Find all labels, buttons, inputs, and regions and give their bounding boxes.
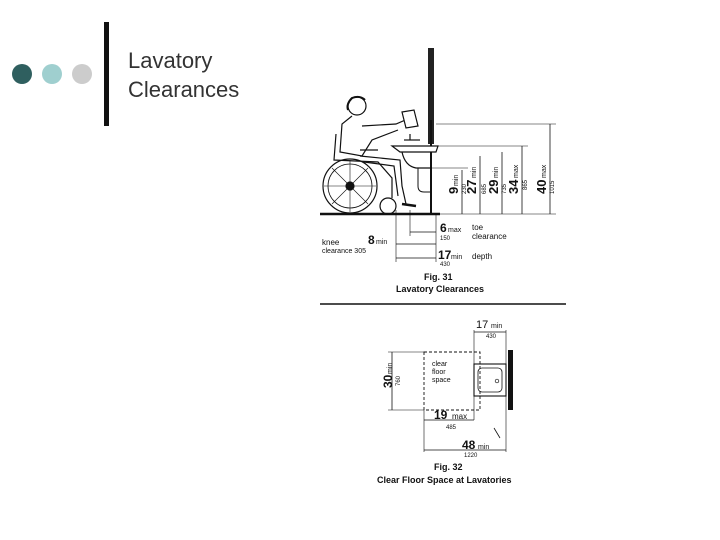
dim-40-note: max bbox=[541, 164, 548, 178]
toe-clearance-label: clearance bbox=[472, 232, 507, 241]
torso bbox=[339, 115, 399, 157]
knee-label: knee bbox=[322, 238, 340, 247]
fig32-title: Clear Floor Space at Lavatories bbox=[377, 475, 512, 485]
title-line-1: Lavatory bbox=[128, 48, 213, 73]
dim-6-note: max bbox=[448, 227, 462, 234]
drain-pipe bbox=[417, 168, 432, 193]
caster-wheel bbox=[379, 197, 397, 215]
plan-dim-30-mm: 760 bbox=[396, 375, 402, 386]
basin-underside bbox=[401, 151, 432, 169]
cfs-line-2: floor bbox=[432, 369, 446, 376]
plan-dim-30-note: min bbox=[387, 363, 394, 374]
towel bbox=[401, 109, 419, 129]
dim-40: 40 bbox=[534, 180, 549, 194]
drain bbox=[494, 378, 500, 384]
wall bbox=[428, 48, 434, 144]
dim-6-mm: 150 bbox=[440, 236, 451, 242]
toe-label: toe bbox=[472, 223, 484, 232]
dim-9-mm: 230 bbox=[462, 183, 468, 194]
plan-dim-19-mm: 485 bbox=[446, 425, 457, 431]
plan-dim-17-note: min bbox=[491, 323, 502, 330]
plan-dim-48-mm: 1220 bbox=[464, 453, 478, 459]
lavatory-basin bbox=[390, 145, 439, 153]
dot-gray bbox=[72, 64, 92, 84]
dim-9-note: min bbox=[453, 175, 460, 186]
dim-17: 17 bbox=[438, 248, 452, 262]
slide-title: Lavatory Clearances bbox=[128, 46, 239, 104]
dim-9: 9 bbox=[446, 187, 461, 194]
dim-34-note: max bbox=[513, 164, 520, 178]
cfs-line-3: space bbox=[432, 377, 451, 384]
dim-40-mm: 1015 bbox=[550, 180, 556, 194]
cfs-line-1: clear bbox=[432, 361, 448, 368]
leg-inner bbox=[363, 161, 399, 197]
dot-dark bbox=[12, 64, 32, 84]
lavatory-plan bbox=[473, 363, 507, 397]
fig31-dim-labels: 9 min 230 27 min 685 29 min 735 34 max 8… bbox=[322, 164, 556, 294]
clear-floor-space bbox=[423, 351, 481, 411]
dim-8-note: min bbox=[376, 239, 387, 246]
fig32-labels: 17 min 430 30 min 760 clear floor space … bbox=[377, 319, 512, 485]
chair-frame bbox=[333, 133, 393, 198]
decorative-dots bbox=[12, 64, 96, 86]
title-divider bbox=[104, 22, 109, 126]
dim-6: 6 bbox=[440, 221, 447, 235]
dim-34: 34 bbox=[506, 179, 521, 194]
fig31-title: Lavatory Clearances bbox=[396, 284, 484, 294]
dim-29-note: min bbox=[493, 167, 500, 178]
dim-29-mm: 735 bbox=[502, 183, 508, 194]
plan-dim-30: 30 bbox=[381, 374, 395, 388]
leg bbox=[359, 155, 407, 205]
dim-34-mm: 865 bbox=[523, 179, 529, 190]
hair bbox=[346, 95, 366, 111]
fig31 bbox=[320, 48, 566, 305]
plan-dim-19: 19 bbox=[434, 408, 448, 422]
dim-27-mm: 685 bbox=[482, 183, 488, 194]
shoe bbox=[401, 202, 417, 208]
fig32 bbox=[388, 330, 513, 452]
plan-dim-17: 17 bbox=[476, 319, 488, 331]
plan-dim-48: 48 bbox=[462, 438, 476, 452]
wheel bbox=[322, 158, 378, 214]
dim-17-mm: 430 bbox=[440, 262, 451, 268]
dim-17-note: min bbox=[451, 254, 462, 261]
dim-29: 29 bbox=[486, 180, 501, 194]
fig32-number: Fig. 32 bbox=[434, 462, 463, 472]
depth-label: depth bbox=[472, 252, 492, 261]
title-line-2: Clearances bbox=[128, 77, 240, 102]
plan-dim-48-note: min bbox=[478, 444, 489, 451]
plan-dim-19-note: max bbox=[452, 412, 467, 421]
dim-27: 27 bbox=[464, 180, 479, 194]
dim-27-note: min bbox=[471, 167, 478, 178]
fig31-number: Fig. 31 bbox=[424, 272, 453, 282]
dim-8: 8 bbox=[368, 233, 375, 247]
wall-plan bbox=[508, 350, 513, 410]
knee-clearance-label: clearance 305 bbox=[322, 248, 366, 255]
arm bbox=[361, 117, 411, 127]
dot-light bbox=[42, 64, 62, 84]
plan-dim-17-mm: 430 bbox=[486, 334, 497, 340]
